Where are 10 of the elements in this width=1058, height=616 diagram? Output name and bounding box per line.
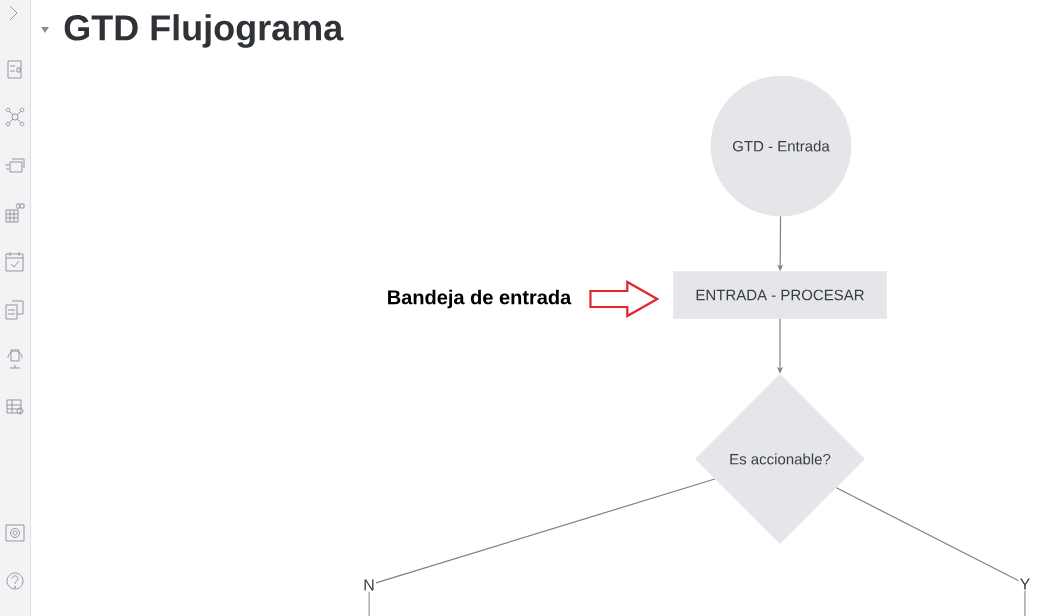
block-arrow (589, 280, 660, 318)
note-text: Bandeja de entrada (388, 289, 572, 309)
process-box: ENTRADA - PROCESAR (673, 271, 887, 319)
branch-label: Y (1020, 578, 1030, 590)
connector (1024, 590, 1026, 616)
connector (368, 591, 370, 616)
connector (375, 478, 716, 584)
branch-label: N (364, 579, 374, 591)
connector (835, 487, 1020, 582)
page-title: GTD Flujograma (64, 14, 344, 48)
